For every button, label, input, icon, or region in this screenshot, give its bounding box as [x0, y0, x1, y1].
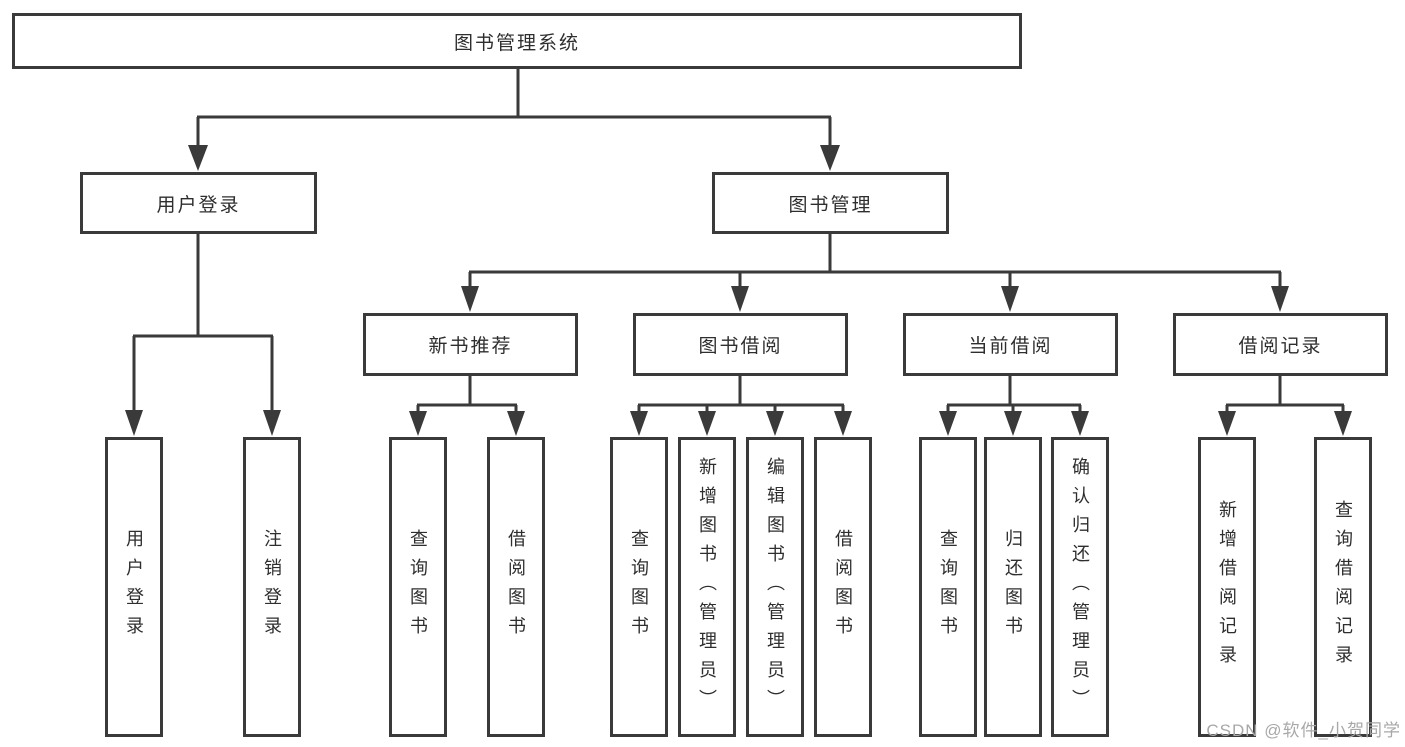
node-leaf-confirm-return-admin: 确认归还（管理员） — [1051, 437, 1109, 737]
node-leaf-add-borrow-record: 新增借阅记录 — [1198, 437, 1256, 737]
leaf-label: 用户登录 — [124, 529, 144, 645]
node-user-login: 用户登录 — [80, 172, 317, 234]
arrowheads-bookborrow-to-leaves — [630, 411, 852, 436]
leaf-label: 借阅图书 — [833, 529, 853, 645]
connector-currentborrow-to-leaves — [946, 375, 1082, 414]
arrowheads-borrowrecords-to-leaves — [1218, 411, 1352, 436]
leaf-label: 查询图书 — [629, 529, 649, 645]
node-new-book-recommendation: 新书推荐 — [363, 313, 578, 376]
arrowheads-newbook-to-leaves — [409, 411, 525, 436]
connector-bookmgmt-to-level3 — [468, 233, 1282, 290]
node-leaf-add-books-admin: 新增图书（管理员） — [678, 437, 736, 737]
leaf-label: 归还图书 — [1003, 529, 1023, 645]
leaf-label: 查询图书 — [408, 529, 428, 645]
node-leaf-edit-books-admin: 编辑图书（管理员） — [746, 437, 804, 737]
arrowheads-userlogin-to-leaves — [125, 410, 281, 436]
leaf-label: 确认归还（管理员） — [1070, 456, 1090, 718]
node-leaf-borrow-books: 借阅图书 — [814, 437, 872, 737]
node-leaf-borrow-books-newrec: 借阅图书 — [487, 437, 545, 737]
node-leaf-return-books: 归还图书 — [984, 437, 1042, 737]
node-leaf-query-books-borrow: 查询图书 — [610, 437, 668, 737]
leaf-label: 新增借阅记录 — [1217, 500, 1237, 674]
connector-borrowrecords-to-leaves — [1225, 375, 1345, 414]
csdn-watermark: CSDN @软件_小贺同学 — [1206, 721, 1401, 740]
connector-bookborrow-to-leaves — [637, 375, 845, 414]
arrowheads-bookmgmt-to-level3 — [461, 286, 1289, 312]
leaf-label: 新增图书（管理员） — [697, 456, 717, 718]
connector-root-to-level2 — [196, 68, 832, 149]
node-root-system: 图书管理系统 — [12, 13, 1022, 69]
connector-userlogin-to-leaves — [132, 233, 274, 413]
node-leaf-query-books-current: 查询图书 — [919, 437, 977, 737]
leaf-label: 注销登录 — [262, 529, 282, 645]
arrowheads-currentborrow-to-leaves — [939, 411, 1089, 436]
leaf-label: 借阅图书 — [506, 529, 526, 645]
node-leaf-query-books-newrec: 查询图书 — [389, 437, 447, 737]
leaf-label: 查询图书 — [938, 529, 958, 645]
leaf-label: 查询借阅记录 — [1333, 500, 1353, 674]
connector-newbook-to-leaves — [416, 375, 518, 414]
arrowheads-root-to-level2 — [188, 145, 840, 171]
node-leaf-query-borrow-record: 查询借阅记录 — [1314, 437, 1372, 737]
node-leaf-logout: 注销登录 — [243, 437, 301, 737]
node-book-borrowing: 图书借阅 — [633, 313, 848, 376]
leaf-label: 编辑图书（管理员） — [765, 456, 785, 718]
node-book-management: 图书管理 — [712, 172, 949, 234]
node-leaf-user-login: 用户登录 — [105, 437, 163, 737]
node-borrowing-records: 借阅记录 — [1173, 313, 1388, 376]
node-current-borrowing: 当前借阅 — [903, 313, 1118, 376]
